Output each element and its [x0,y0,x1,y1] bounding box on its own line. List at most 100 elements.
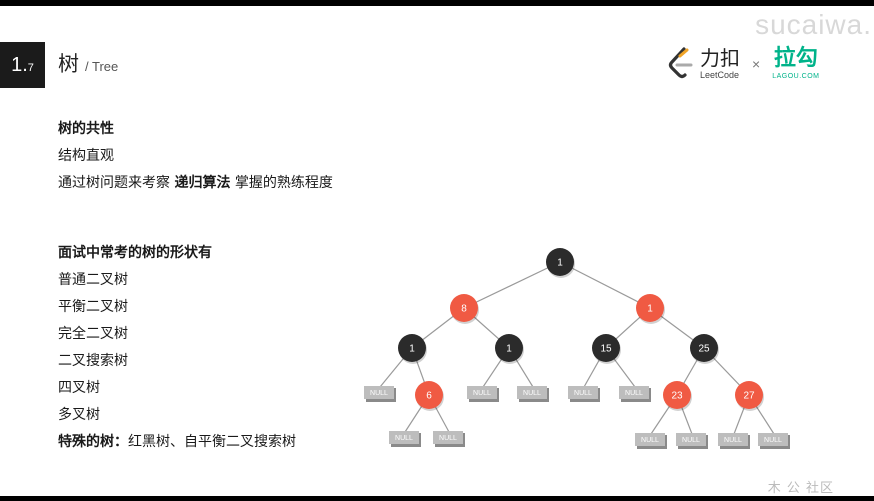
slide: 1. 7 树 / Tree sucaiwa. 力扣 LeetCode × 拉勾 … [0,6,874,496]
null-leaf-label: NULL [682,437,700,444]
tree-node-red: 23 [663,381,692,411]
null-leaf-label: NULL [574,390,592,397]
null-leaf-label: NULL [523,390,541,397]
commonality-heading: 树的共性 [58,121,114,137]
tree-node-circle [450,294,478,322]
null-leaf-label: NULL [641,437,659,444]
special-trees-label: 特殊的树： [58,434,128,450]
tree-node-red: 6 [415,381,444,411]
tree-null-leaves: NULL NULL NULL NULL NULL NULL NULL NULL NULL NULL… [364,386,790,449]
tree-shape-item: 普通二叉树 [58,272,128,288]
null-leaf-label: NULL [370,390,388,397]
tree-shape-item: 四叉树 [58,380,100,396]
lagou-name-en: LAGOU.COM [772,73,820,80]
null-leaf-box [389,431,419,444]
tree-node-circle [415,381,443,409]
page-title-en: / Tree [85,59,119,74]
tree-node-label: 23 [671,391,683,402]
tree-node-circle [546,248,574,276]
tree-node-label: 1 [557,258,563,269]
tree-nodes: 1 8 1 1 1 15 25 6 23 27 [398,248,764,411]
red-black-tree-diagram: NULL NULL NULL NULL NULL NULL NULL NULL NULL NULL… [364,248,790,449]
tree-node-black: 25 [690,334,719,364]
null-leaf-box [758,433,788,446]
null-leaf: NULL [676,433,708,449]
tree-node-circle [398,334,426,362]
special-trees-line: 特殊的树：红黑树、自平衡二叉搜索树 [58,429,296,456]
null-leaf: NULL [364,386,396,402]
partner-logos: 力扣 LeetCode × 拉勾 LAGOU.COM [664,46,819,82]
tree-node-label: 1 [506,344,512,355]
tree-node-label: 15 [600,344,612,355]
null-leaf: NULL [718,433,750,449]
null-leaf: NULL [758,433,790,449]
tree-shapes-heading: 面试中常考的树的形状有 [58,245,212,261]
tree-node-red: 1 [636,294,665,324]
lagou-name-cn: 拉勾 [773,46,818,71]
leetcode-logo-icon [668,47,693,79]
leetcode-name-cn: 力扣 [700,46,740,70]
tree-node-circle [495,334,523,362]
null-leaf-label: NULL [439,435,457,442]
tree-node-circle [636,294,664,322]
tree-node-circle [592,334,620,362]
null-leaf-label: NULL [724,437,742,444]
null-leaf: NULL [619,386,651,402]
corner-watermark: 木 公 社区 [767,481,834,496]
tree-node-black: 15 [592,334,621,364]
null-leaf: NULL [389,431,421,447]
null-leaf: NULL [635,433,667,449]
tree-node-red: 8 [450,294,479,324]
null-leaf: NULL [517,386,549,402]
tree-node-label: 27 [743,391,755,402]
null-leaf: NULL [433,431,465,447]
leetcode-logo-text: 力扣 LeetCode [700,48,740,80]
logo-separator: × [752,56,761,72]
null-leaf-box [718,433,748,446]
null-leaf-box [676,433,706,446]
section-number-main: 1. [11,53,28,76]
tree-node-black: 1 [398,334,427,364]
tree-shape-item: 二叉搜索树 [58,353,128,369]
null-leaf-box [517,386,547,399]
tree-node-black: 1 [495,334,524,364]
tree-shape-item: 完全二叉树 [58,326,128,342]
commonality-section: 树的共性 结构直观 通过树问题来考察 递归算法 掌握的熟练程度 [58,116,333,197]
tree-shape-item: 多叉树 [58,407,100,423]
null-leaf-box [467,386,497,399]
null-leaf: NULL [467,386,499,402]
commonality-line-2-suffix: 掌握的熟练程度 [230,175,333,191]
section-number-badge: 1. 7 [0,42,45,88]
tree-node-circle [735,381,763,409]
section-number-sub: 7 [27,62,34,74]
tree-node-circle [690,334,718,362]
tree-node-label: 25 [698,344,710,355]
watermark: sucaiwa. [755,9,872,40]
null-leaf-label: NULL [473,390,491,397]
null-leaf-label: NULL [764,437,782,444]
null-leaf-label: NULL [395,435,413,442]
commonality-line-2-prefix: 通过树问题来考察 [58,175,175,191]
null-leaf-box [568,386,598,399]
lagou-logo: 拉勾 LAGOU.COM [772,46,820,81]
commonality-line-1: 结构直观 [58,148,114,164]
special-trees-value: 红黑树、自平衡二叉搜索树 [128,434,296,450]
null-leaf: NULL [568,386,600,402]
page-title-cn: 树 [58,52,79,76]
null-leaf-box [619,386,649,399]
page-title: 树 / Tree [58,48,118,78]
tree-node-red: 27 [735,381,764,411]
commonality-line-2: 通过树问题来考察 递归算法 掌握的熟练程度 [58,170,333,197]
tree-node-label: 8 [461,304,467,315]
null-leaf-box [635,433,665,446]
tree-edge [559,261,651,309]
tree-node-circle [663,381,691,409]
tree-shape-item: 平衡二叉树 [58,299,128,315]
tree-node-label: 1 [647,304,653,315]
leetcode-name-en: LeetCode [700,70,740,80]
tree-node-label: 1 [409,344,415,355]
tree-edge [463,261,561,309]
commonality-line-2-bold: 递归算法 [174,175,231,191]
null-leaf-box [433,431,463,444]
tree-node-label: 6 [426,391,432,402]
